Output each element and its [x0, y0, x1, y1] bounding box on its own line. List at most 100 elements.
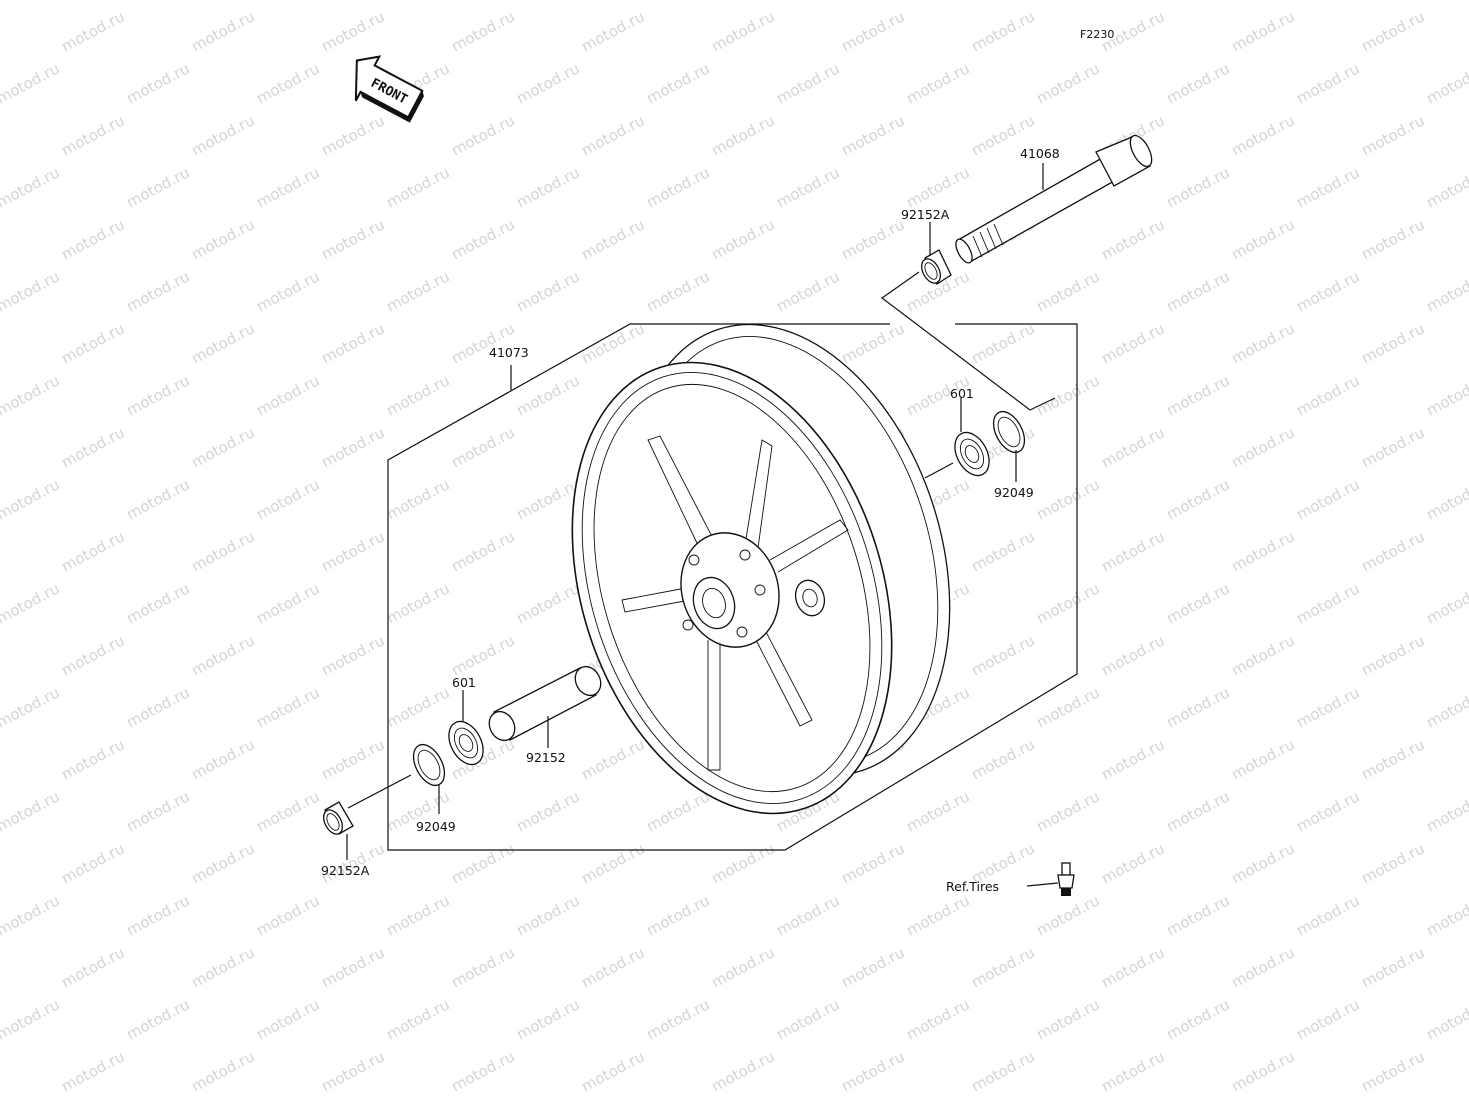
watermark-text: motod.ru: [903, 163, 972, 211]
watermark-text: motod.ru: [1163, 995, 1232, 1043]
watermark-text: motod.ru: [0, 59, 63, 107]
watermark-text: motod.ru: [1098, 943, 1167, 991]
watermark-text: motod.ru: [1228, 423, 1297, 471]
watermark-text: motod.ru: [383, 891, 452, 939]
watermark-text: motod.ru: [903, 995, 972, 1043]
watermark-text: motod.ru: [253, 371, 322, 419]
watermark-text: motod.ru: [188, 631, 257, 679]
bearing-left-part-number: 601: [452, 675, 476, 690]
assembly-frame: [347, 271, 1078, 851]
watermark-text: motod.ru: [1098, 631, 1167, 679]
watermark-text: motod.ru: [253, 59, 322, 107]
watermark-text: motod.ru: [318, 527, 387, 575]
watermark-text: motod.ru: [1098, 735, 1167, 783]
watermark-text: motod.ru: [1228, 631, 1297, 679]
watermark-text: motod.ru: [188, 839, 257, 887]
watermark-text: motod.ru: [1163, 371, 1232, 419]
watermark-text: motod.ru: [968, 1047, 1037, 1095]
watermark-text: motod.ru: [1293, 267, 1362, 315]
watermark-text: motod.ru: [513, 0, 582, 4]
watermark-text: motod.ru: [968, 631, 1037, 679]
watermark-text: motod.ru: [188, 943, 257, 991]
watermark-text: motod.ru: [1098, 839, 1167, 887]
bearing-left[interactable]: [442, 716, 490, 771]
bearing-right-part-number: 601: [950, 386, 974, 401]
watermark-text: motod.ru: [513, 995, 582, 1043]
oil-seal-left[interactable]: [407, 739, 451, 790]
watermark-text: motod.ru: [1358, 839, 1427, 887]
watermark-text: motod.ru: [1033, 683, 1102, 731]
watermark-text: motod.ru: [1163, 267, 1232, 315]
watermark-text: motod.ru: [1098, 527, 1167, 575]
front-arrow-icon: FRONT: [354, 55, 424, 123]
watermark-text: motod.ru: [968, 319, 1037, 367]
watermark-text: motod.ru: [1033, 579, 1102, 627]
oil-seal-left-part-number: 92049: [416, 819, 456, 834]
watermark-text: motod.ru: [513, 787, 582, 835]
watermark-text: motod.ru: [188, 7, 257, 55]
front-wheel[interactable]: [518, 283, 1005, 855]
watermark-text: motod.ru: [513, 371, 582, 419]
watermark-text: motod.ru: [253, 995, 322, 1043]
watermark-text: motod.ru: [448, 943, 517, 991]
watermark-text: motod.ru: [383, 995, 452, 1043]
watermark-text: motod.ru: [1098, 215, 1167, 263]
watermark-text: motod.ru: [1293, 579, 1362, 627]
watermark-text: motod.ru: [448, 111, 517, 159]
watermark-text: motod.ru: [1293, 475, 1362, 523]
watermark-text: motod.ru: [1163, 163, 1232, 211]
watermark-text: motod.ru: [253, 683, 322, 731]
watermark-text: motod.ru: [838, 111, 907, 159]
front-axle[interactable]: [953, 132, 1156, 265]
watermark-text: motod.ru: [188, 319, 257, 367]
watermark-text: motod.ru: [1293, 891, 1362, 939]
watermark-text: motod.ru: [123, 475, 192, 523]
watermark-text: motod.ru: [513, 163, 582, 211]
spacer[interactable]: [484, 662, 605, 745]
watermark-text: motod.ru: [318, 631, 387, 679]
watermark-text: motod.ru: [318, 1047, 387, 1095]
watermark-text: motod.ru: [1033, 0, 1102, 4]
watermark-text: motod.ru: [1423, 891, 1469, 939]
collar-right[interactable]: [918, 249, 952, 286]
watermark-text: motod.ru: [123, 995, 192, 1043]
oil-seal-right-part-number: 92049: [994, 485, 1034, 500]
watermark-text: motod.ru: [253, 579, 322, 627]
watermark-text: motod.ru: [58, 839, 127, 887]
watermark-text: motod.ru: [708, 1047, 777, 1095]
watermark-text: motod.ru: [318, 735, 387, 783]
oil-seal-right[interactable]: [987, 406, 1031, 457]
bearing-right[interactable]: [948, 427, 996, 482]
watermark-text: motod.ru: [58, 1047, 127, 1095]
watermark-text: motod.ru: [643, 163, 712, 211]
watermark-text: motod.ru: [838, 215, 907, 263]
watermark-text: motod.ru: [1163, 59, 1232, 107]
watermark-text: motod.ru: [1423, 59, 1469, 107]
watermark-text: motod.ru: [708, 7, 777, 55]
watermark-text: motod.ru: [448, 7, 517, 55]
watermark-text: motod.ru: [0, 787, 63, 835]
watermark-text: motod.ru: [1358, 7, 1427, 55]
watermark-text: motod.ru: [773, 267, 842, 315]
watermark-text: motod.ru: [1293, 683, 1362, 731]
watermark-text: motod.ru: [1033, 891, 1102, 939]
watermark-text: motod.ru: [968, 943, 1037, 991]
watermark-text: motod.ru: [123, 683, 192, 731]
watermark-text: motod.ru: [1423, 683, 1469, 731]
watermark-text: motod.ru: [903, 787, 972, 835]
watermark-text: motod.ru: [1228, 527, 1297, 575]
watermark-text: motod.ru: [123, 0, 192, 4]
watermark-text: motod.ru: [838, 943, 907, 991]
wheel-part-number: 41073: [489, 345, 529, 360]
watermark-text: motod.ru: [1163, 891, 1232, 939]
watermark-text: motod.ru: [253, 0, 322, 4]
watermark-text: motod.ru: [0, 371, 63, 419]
watermark-text: motod.ru: [448, 215, 517, 263]
watermark-text: motod.ru: [1163, 787, 1232, 835]
watermark-text: motod.ru: [578, 839, 647, 887]
valve-stem-icon[interactable]: [1057, 862, 1075, 896]
collar-left[interactable]: [320, 801, 354, 837]
watermark-text: motod.ru: [903, 0, 972, 4]
watermark-text: motod.ru: [643, 787, 712, 835]
watermark-text: motod.ru: [1228, 735, 1297, 783]
